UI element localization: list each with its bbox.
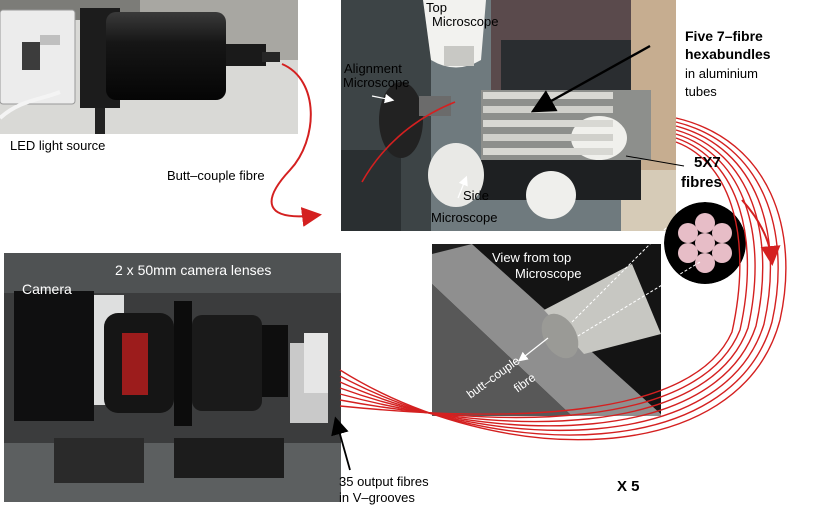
- fibre-direction-arrow: [741, 199, 781, 266]
- hexabundles-label-2: hexabundles: [685, 46, 771, 62]
- led-light-source-icon: [0, 0, 298, 134]
- led-butt-couple-fibre: [270, 63, 322, 227]
- hexabundle-cross-section: [664, 202, 746, 284]
- top-view-inset-photo: [432, 244, 661, 416]
- camera-lens-icon: [4, 253, 341, 502]
- hexabundle-arrow: [530, 44, 651, 113]
- view-from-top-label-2: Microscope: [515, 266, 582, 281]
- side-microscope-label-2: Microscope: [431, 210, 498, 225]
- camera-photo: [4, 253, 341, 502]
- rig-input-fibre: [361, 101, 456, 183]
- view-from-top-label-1: View from top: [492, 250, 572, 265]
- butt-couple-fibre-label: Butt–couple fibre: [167, 168, 265, 183]
- top-microscope-label-2: Microscope: [432, 14, 499, 29]
- fibres-count-label-2: fibres: [681, 174, 722, 191]
- hexabundle-cross-section-icon: [664, 202, 746, 284]
- inset-connector-bottom: [577, 261, 701, 337]
- side-microscope-arrow: [457, 175, 468, 199]
- inset-butt-couple-arrow: [518, 337, 549, 362]
- output-fibres-label-2: in V–grooves: [339, 490, 415, 505]
- alignment-rig-photo: [341, 0, 676, 231]
- alignment-microscope-label-1: Alignment: [344, 61, 402, 76]
- side-microscope-label-1: Side: [463, 188, 490, 203]
- output-fibres-arrow: [331, 416, 351, 471]
- output-fibres-label-1: 35 output fibres: [339, 474, 429, 489]
- microscope-view-icon: [432, 244, 661, 416]
- microscope-rig-icon: [341, 0, 676, 231]
- multiplier-label: X 5: [617, 478, 640, 495]
- fibres-count-label-1: 5X7: [694, 154, 721, 171]
- hexabundles-label-4: tubes: [685, 84, 717, 99]
- alignment-microscope-label-2: Microscope: [343, 75, 410, 90]
- led-source-photo: [0, 0, 298, 134]
- fibre-bundle-icon: [339, 117, 787, 441]
- inset-connector-top: [571, 227, 667, 323]
- hexabundles-label-3: in aluminium: [685, 66, 758, 81]
- camera-label: Camera: [22, 281, 72, 297]
- camera-lenses-label: 2 x 50mm camera lenses: [115, 262, 272, 278]
- alignment-microscope-arrow: [371, 93, 395, 104]
- fibres-pointer: [625, 155, 685, 167]
- hexabundles-label-1: Five 7–fibre: [685, 28, 763, 44]
- top-microscope-label-1: Top: [426, 0, 447, 15]
- led-source-label: LED light source: [10, 138, 106, 153]
